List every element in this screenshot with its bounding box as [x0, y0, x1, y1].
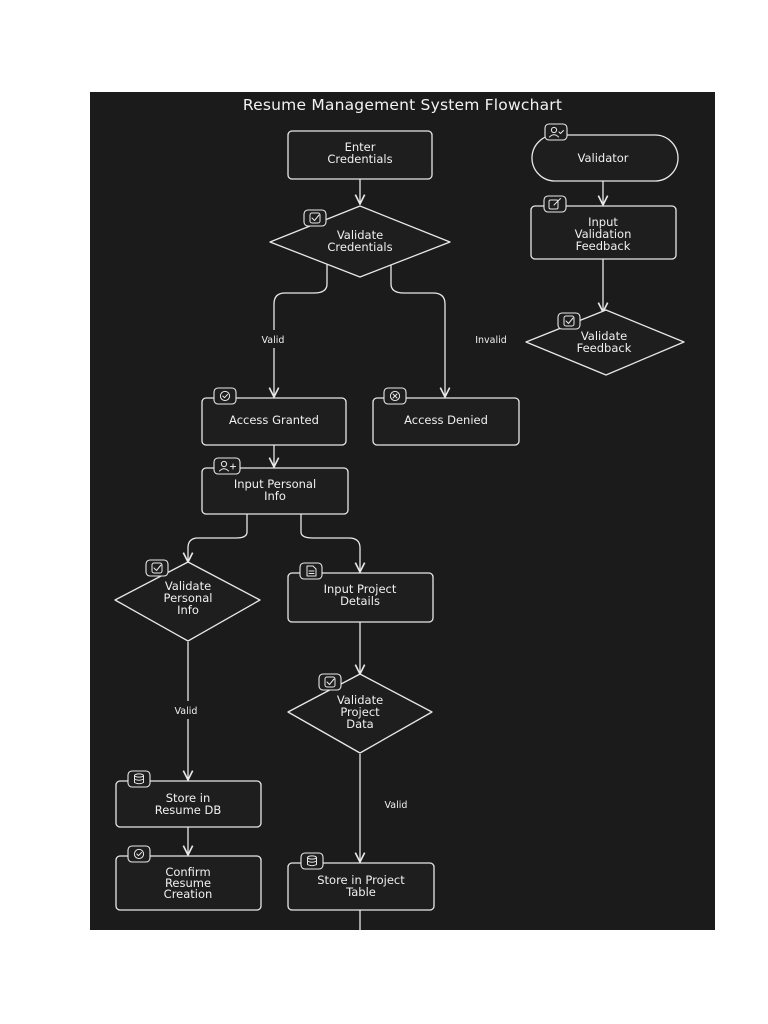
x-circle-icon — [383, 387, 407, 405]
edit-icon — [543, 195, 567, 213]
flowchart-canvas: Resume Management System Flowchart Valid… — [90, 92, 715, 930]
edge-label-invalid: Invalid — [475, 335, 507, 346]
edge-personal-to-validate-personal — [188, 514, 248, 562]
check-square-icon — [145, 559, 169, 577]
node-validator: Validator — [531, 123, 679, 182]
edge-validate-to-granted — [274, 264, 328, 397]
check-circle-icon — [127, 845, 151, 863]
svg-text:Access Denied: Access Denied — [404, 413, 488, 427]
file-text-icon — [299, 562, 323, 580]
check-square-icon — [557, 312, 581, 330]
edge-label-valid: Valid — [175, 706, 198, 717]
edge-label-valid: Valid — [262, 335, 285, 346]
svg-text:Access Granted: Access Granted — [229, 413, 319, 427]
user-plus-icon — [213, 457, 241, 475]
node-access-denied: Access Denied — [372, 387, 520, 446]
user-check-icon — [544, 123, 568, 141]
edge-validate-to-denied — [390, 264, 445, 397]
diagram-title: Resume Management System Flowchart — [242, 96, 563, 114]
check-square-icon — [318, 673, 342, 691]
svg-text:Validator: Validator — [577, 151, 628, 165]
database-icon — [300, 852, 324, 870]
edge-personal-to-project — [300, 514, 360, 572]
node-access-granted: Access Granted — [201, 387, 347, 446]
check-square-icon — [303, 209, 327, 227]
edge-label-valid: Valid — [385, 800, 408, 811]
check-circle-icon — [213, 387, 237, 405]
database-icon — [127, 770, 151, 788]
